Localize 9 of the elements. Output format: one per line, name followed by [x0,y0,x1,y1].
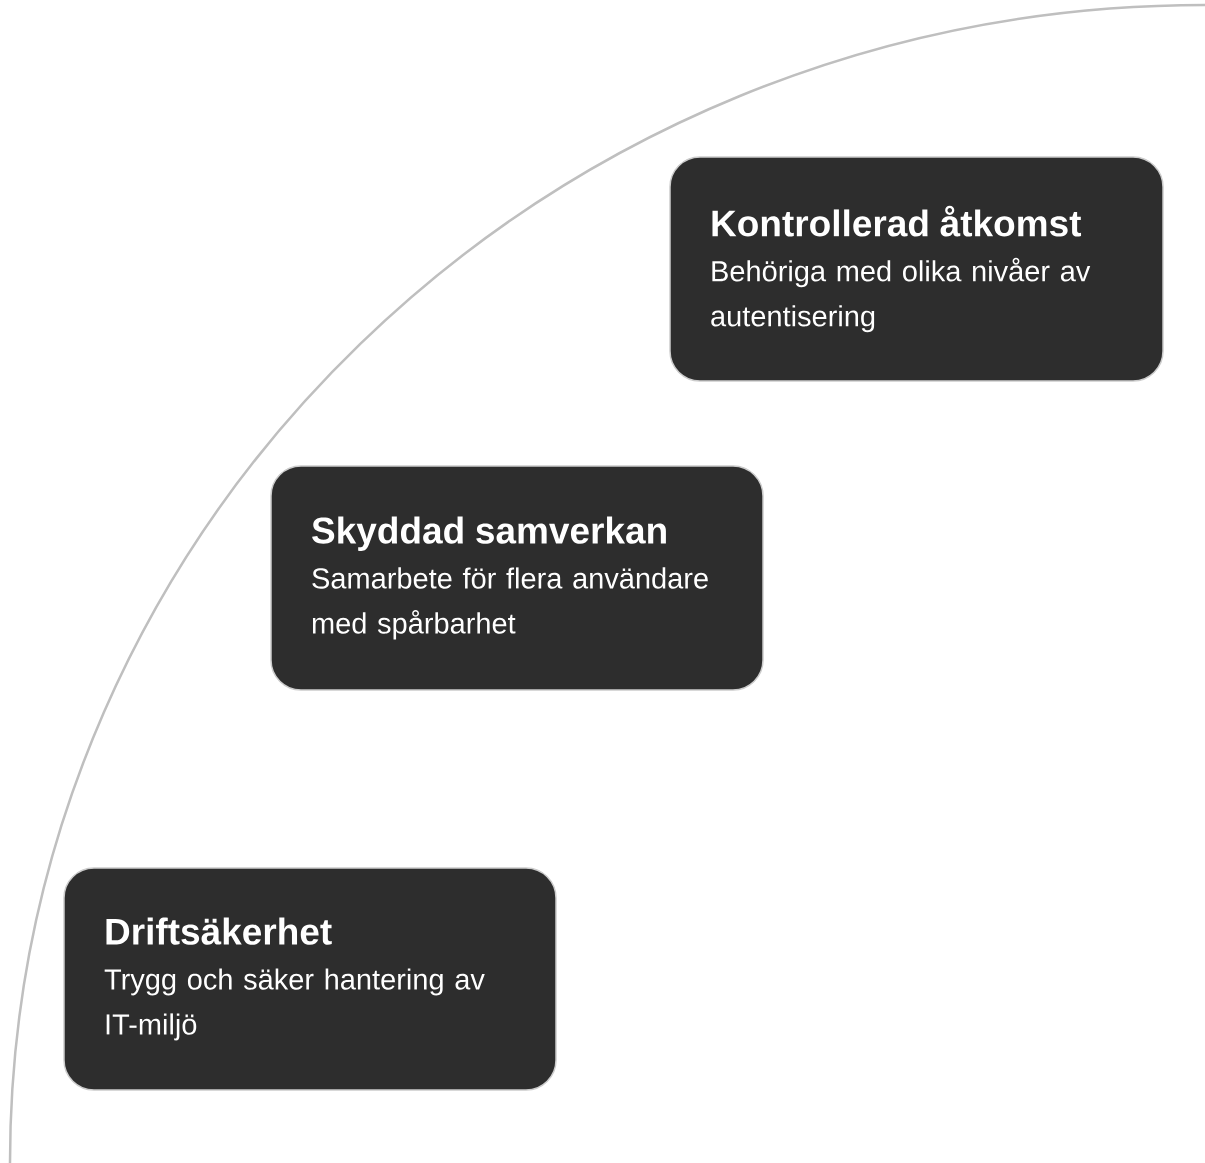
process-box [270,465,764,691]
process-box [669,156,1164,382]
process-box [63,867,557,1091]
box-description: Trygg och säker hantering av IT-miljö [104,968,485,1041]
box-heading: Kontrollerad åtkomst [712,205,1082,237]
box-description: Samarbete för flera användare med spårbarhet [312,567,708,640]
box-heading: Skyddad samverkan [312,516,666,552]
box-description: Behöriga med olika nivåer av autentisering [711,257,1091,333]
box-heading: Driftsäkerhet [106,917,332,945]
